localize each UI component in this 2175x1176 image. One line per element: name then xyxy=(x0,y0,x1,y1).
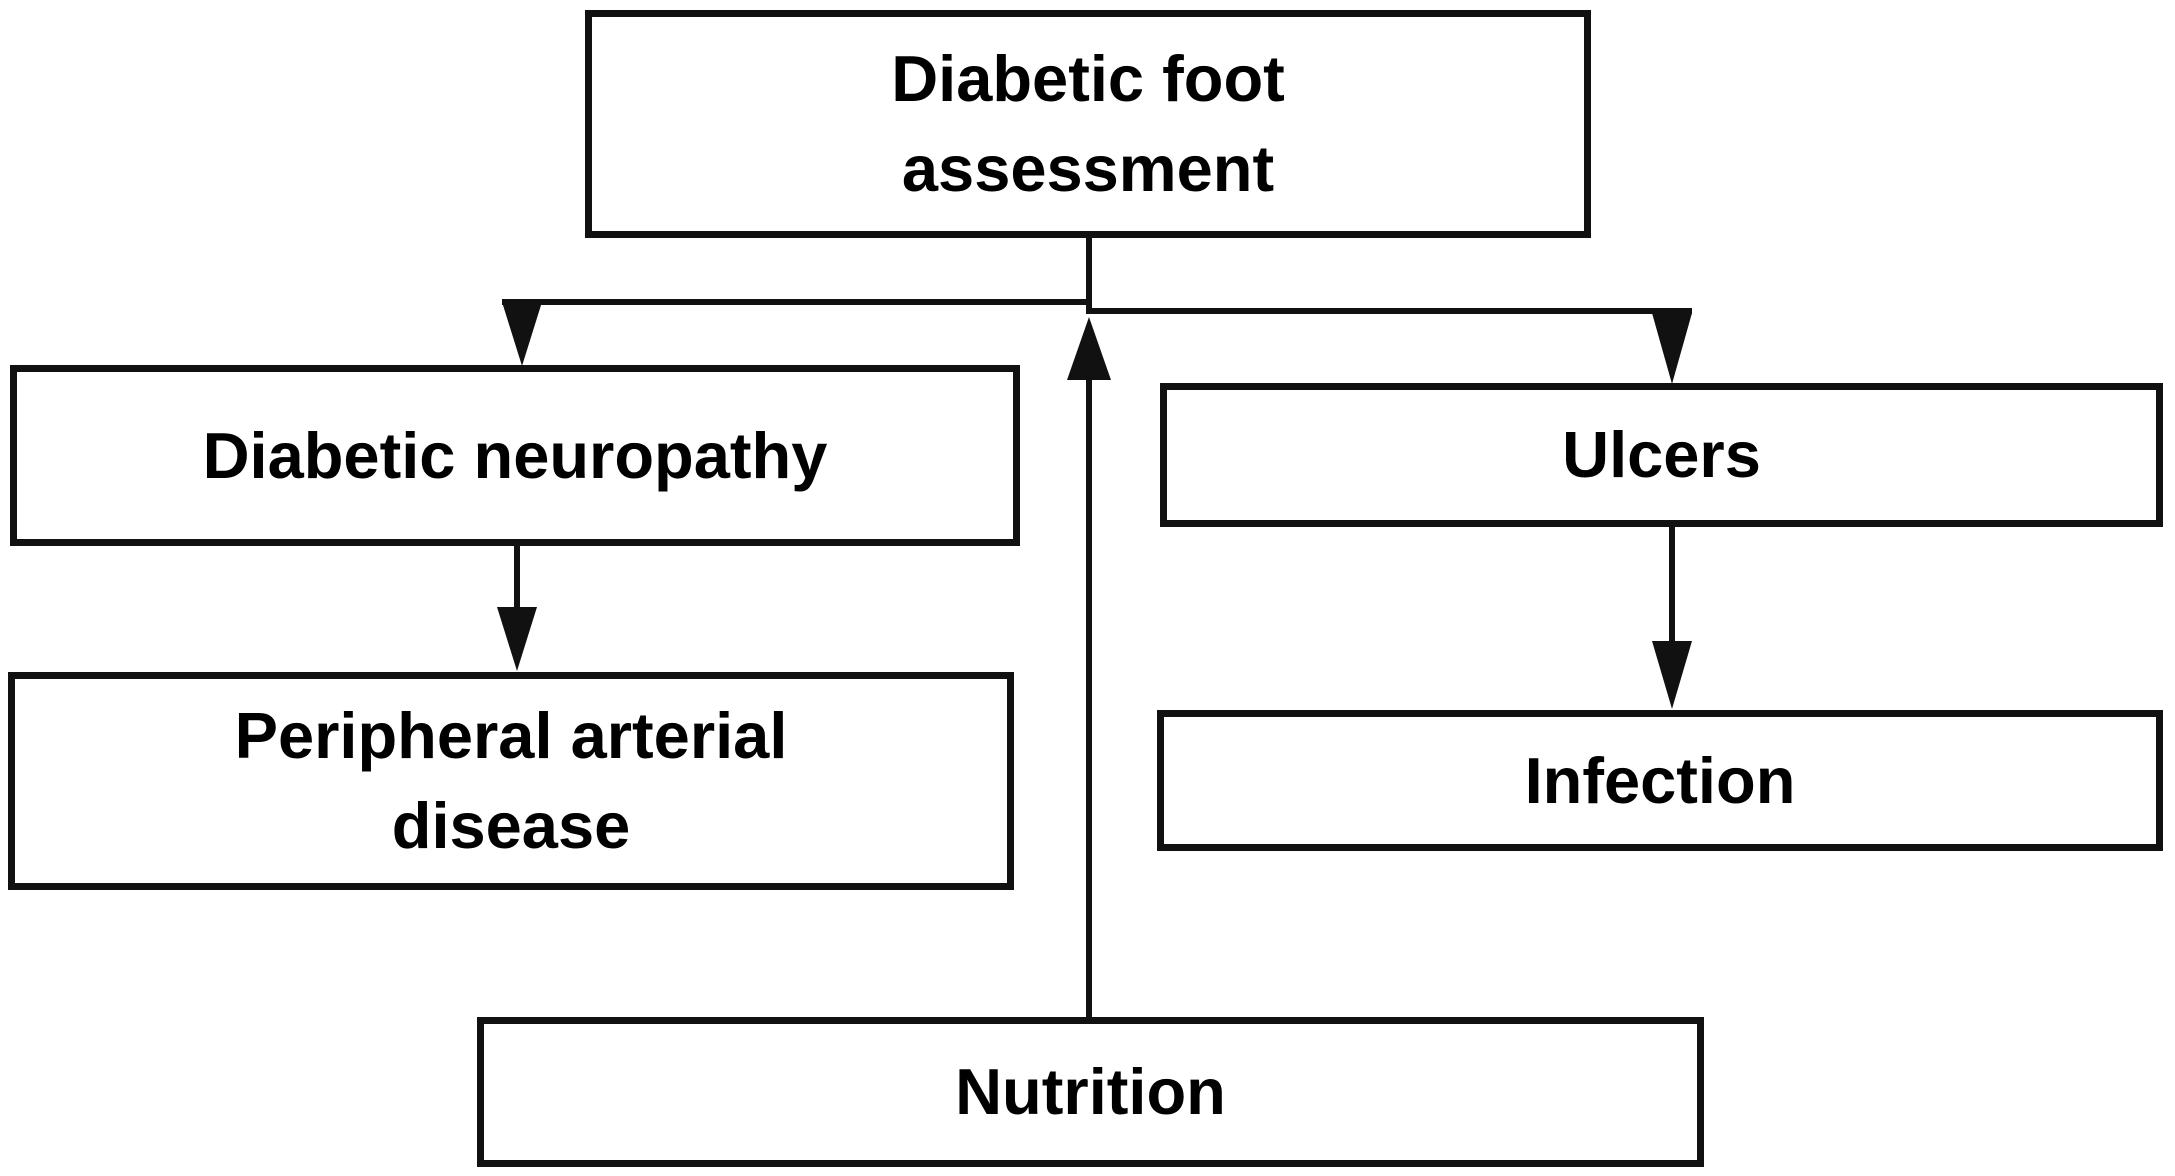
edge-branch-line-left xyxy=(502,299,1092,305)
node-infection: Infection xyxy=(1157,710,2163,851)
edge-nutrition-stem-line xyxy=(1086,374,1092,1017)
node-infection-label: Infection xyxy=(1524,743,1796,817)
arrowhead-from-nutrition-up-icon xyxy=(1067,317,1111,380)
arrowhead-to-ulcers-icon xyxy=(1652,313,1692,384)
arrowhead-to-diabetic-neuropathy-icon xyxy=(502,302,542,366)
node-diabetic-foot-assessment: Diabetic foot assessment xyxy=(585,10,1591,238)
node-diabetic-neuropathy-label: Diabetic neuropathy xyxy=(202,418,828,492)
node-peripheral-arterial-disease: Peripheral arterial disease xyxy=(8,672,1014,890)
arrowhead-to-infection-icon xyxy=(1652,641,1692,709)
edge-ulcers-to-infection-line xyxy=(1669,527,1675,641)
node-peripheral-arterial-disease-label: Peripheral arterial disease xyxy=(234,699,788,862)
node-ulcers: Ulcers xyxy=(1160,383,2163,527)
node-diabetic-neuropathy: Diabetic neuropathy xyxy=(10,365,1020,546)
node-nutrition: Nutrition xyxy=(477,1017,1704,1167)
node-diabetic-foot-assessment-label: Diabetic foot assessment xyxy=(891,42,1285,205)
edge-assessment-stem-line xyxy=(1086,237,1092,314)
edge-branch-line-right xyxy=(1086,308,1692,314)
edge-neuropathy-to-pad-line xyxy=(514,546,520,608)
node-ulcers-label: Ulcers xyxy=(1562,418,1761,492)
node-nutrition-label: Nutrition xyxy=(955,1055,1226,1129)
arrowhead-to-peripheral-arterial-disease-icon xyxy=(497,607,537,671)
